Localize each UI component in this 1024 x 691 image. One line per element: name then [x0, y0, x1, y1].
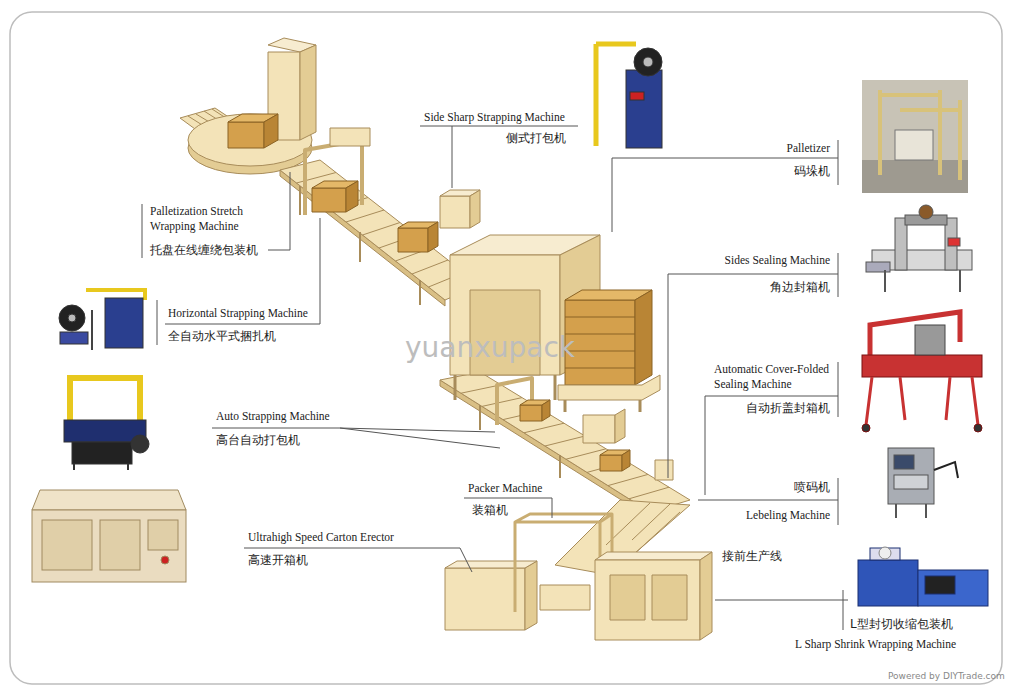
callout-label: Palletizer	[787, 141, 830, 155]
callout-label: 装箱机	[472, 503, 508, 518]
callout-label: L Sharp Shrink Wrapping Machine	[795, 637, 956, 651]
callout-label: 码垛机	[794, 164, 830, 179]
callout-label: 角边封箱机	[770, 280, 830, 295]
callout-label: 全自动水平式捆扎机	[168, 329, 276, 344]
callout-label: 侧式打包机	[506, 131, 566, 146]
credit-text: Powered by DIYTrade.com	[888, 671, 1005, 682]
callout-label: 喷码机	[794, 480, 830, 495]
callout-label: Horizontal Strapping Machine	[168, 306, 308, 320]
callout-label: Packer Machine	[468, 481, 542, 495]
callout-label: Sides Sealing Machine	[725, 253, 830, 267]
callout-label: Side Sharp Strapping Machine	[424, 110, 565, 124]
callout-label: Ultrahigh Speed Carton Erector	[248, 530, 394, 544]
callout-label: Automatic Cover-Folded Sealing Machine	[714, 362, 834, 392]
watermark: yuanxupack	[405, 330, 575, 365]
callout-label: Auto Strapping Machine	[216, 409, 330, 423]
callout-label: 高台自动打包机	[216, 433, 300, 448]
callout-label: Palletization Stretch Wrapping Machine	[150, 204, 262, 234]
callout-label: 接前生产线	[722, 549, 782, 564]
callout-label: Lebeling Machine	[746, 508, 830, 522]
callout-label: L型封切收缩包装机	[850, 617, 953, 632]
callout-label: 自动折盖封箱机	[746, 401, 830, 416]
callout-label: 托盘在线缠绕包装机	[150, 243, 258, 258]
callout-label: 高速开箱机	[248, 553, 308, 568]
